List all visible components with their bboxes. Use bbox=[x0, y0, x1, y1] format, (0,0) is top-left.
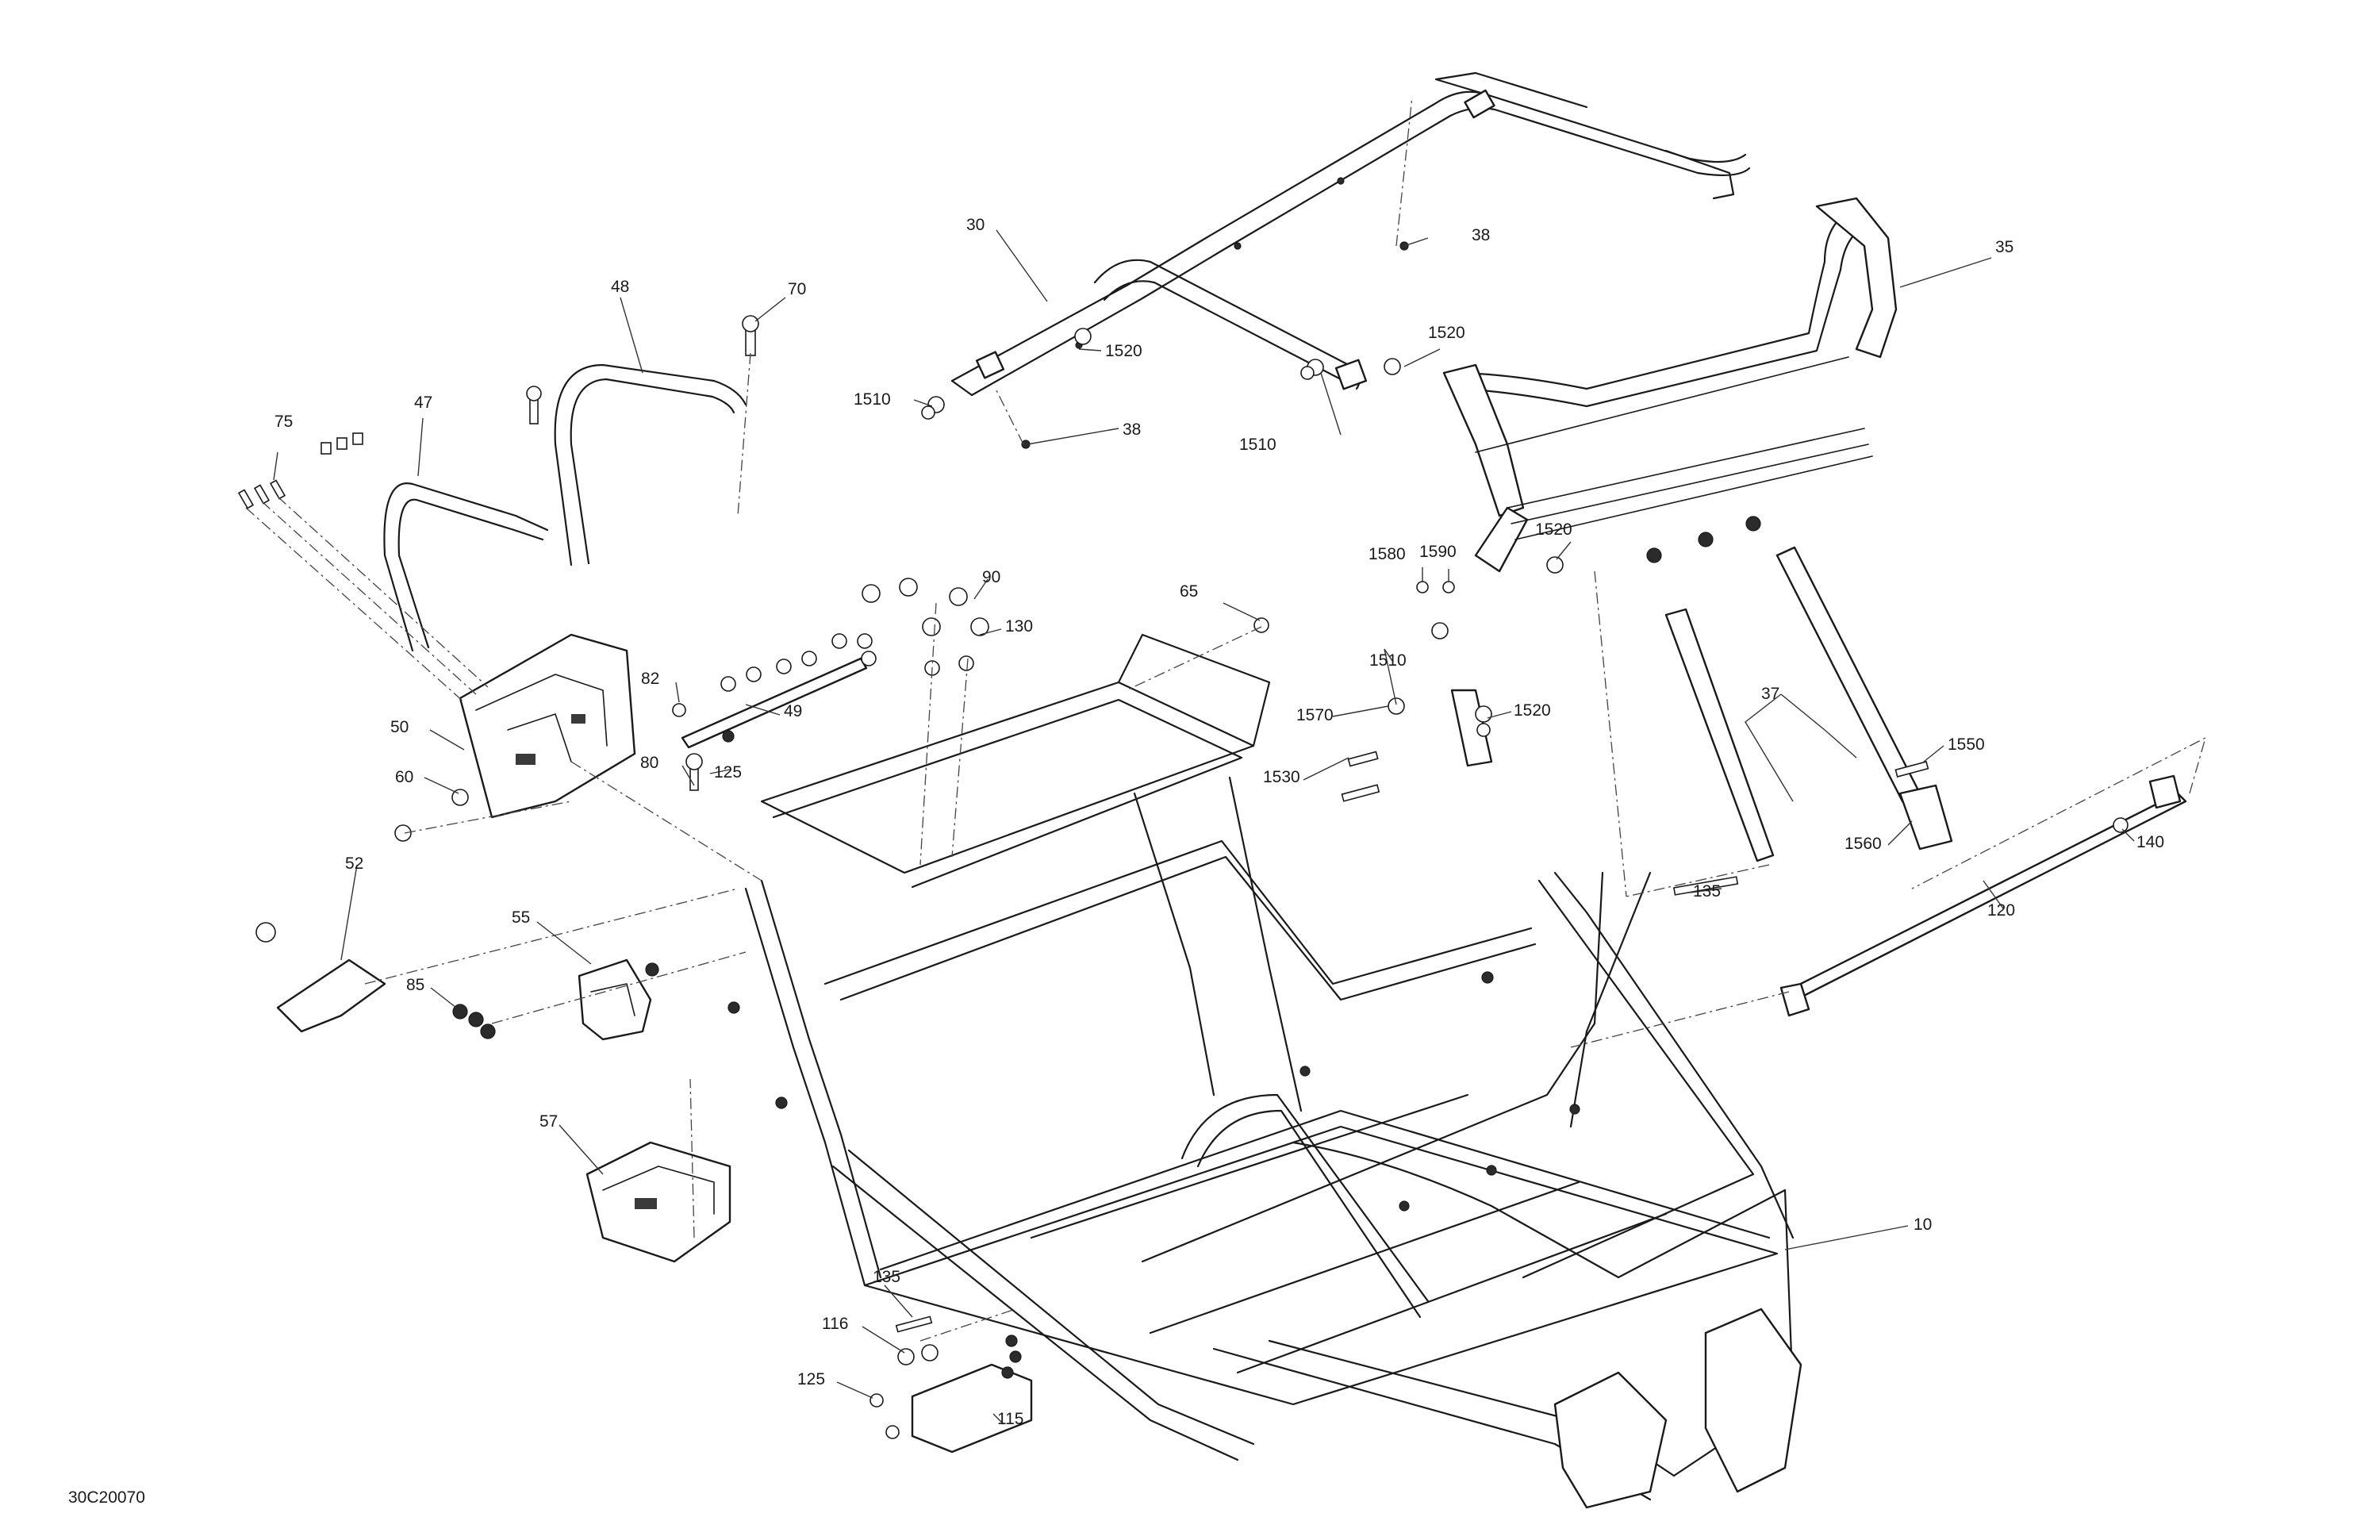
roll-cage-front bbox=[950, 71, 1751, 397]
callout-65: 65 bbox=[1180, 582, 1198, 601]
callout-140: 140 bbox=[2136, 833, 2164, 851]
bracket-52 bbox=[255, 922, 386, 1033]
mount-55 bbox=[578, 958, 652, 1041]
callout-1520: 1520 bbox=[1535, 520, 1572, 539]
callout-75: 75 bbox=[274, 413, 293, 431]
callout-38: 38 bbox=[1123, 421, 1141, 439]
callout-70: 70 bbox=[788, 280, 806, 298]
callout-90: 90 bbox=[982, 568, 1000, 586]
callout-55: 55 bbox=[512, 908, 530, 927]
callout-47: 47 bbox=[414, 394, 432, 412]
callout-1520: 1520 bbox=[1105, 342, 1142, 360]
callout-1530: 1530 bbox=[1263, 768, 1300, 786]
bracket-115 bbox=[911, 1363, 1033, 1454]
callout-82: 82 bbox=[641, 670, 659, 688]
main-frame bbox=[744, 633, 1802, 1509]
callout-60: 60 bbox=[395, 768, 413, 786]
callout-1590: 1590 bbox=[1419, 543, 1457, 561]
callout-37: 37 bbox=[1761, 685, 1779, 703]
callout-1560: 1560 bbox=[1844, 835, 1882, 853]
callout-1510: 1510 bbox=[1239, 436, 1276, 454]
callout-1520: 1520 bbox=[1514, 701, 1551, 720]
callout-30: 30 bbox=[966, 216, 985, 234]
callout-116: 116 bbox=[822, 1315, 848, 1333]
callout-35: 35 bbox=[1995, 238, 2013, 256]
callout-1570: 1570 bbox=[1296, 706, 1334, 724]
roll-cage-rear bbox=[1442, 197, 1898, 767]
callout-130: 130 bbox=[1005, 617, 1033, 636]
bar-49 bbox=[681, 657, 868, 749]
callout-labels: 30 38 35 48 70 1520 1520 1510 38 75 47 1… bbox=[274, 216, 2164, 1428]
callout-125: 125 bbox=[797, 1370, 825, 1388]
callout-135: 135 bbox=[1693, 882, 1721, 901]
steering-support-50 bbox=[459, 633, 636, 819]
callout-49: 49 bbox=[784, 702, 802, 720]
callout-1510: 1510 bbox=[1369, 651, 1407, 670]
callout-38: 38 bbox=[1472, 226, 1490, 244]
callout-80: 80 bbox=[640, 754, 658, 772]
hardware bbox=[237, 241, 2129, 1439]
callout-1520: 1520 bbox=[1428, 324, 1465, 342]
callout-120: 120 bbox=[1987, 901, 2015, 920]
grab-bar-48 bbox=[554, 363, 747, 566]
rear-brace bbox=[1779, 774, 2187, 1017]
callout-125: 125 bbox=[714, 763, 742, 782]
callout-1510: 1510 bbox=[854, 390, 891, 409]
callout-1550: 1550 bbox=[1948, 735, 1985, 754]
callout-135: 135 bbox=[873, 1268, 900, 1286]
callout-10: 10 bbox=[1914, 1215, 1932, 1234]
callout-52: 52 bbox=[345, 854, 363, 873]
callout-57: 57 bbox=[539, 1112, 558, 1131]
drawing-id: 30C20070 bbox=[68, 1488, 145, 1507]
callout-50: 50 bbox=[390, 718, 409, 736]
assembly-lines bbox=[245, 96, 2207, 1342]
grab-bar-47 bbox=[383, 482, 549, 652]
callout-1580: 1580 bbox=[1368, 545, 1406, 563]
callout-48: 48 bbox=[611, 278, 629, 296]
mount-57 bbox=[585, 1141, 731, 1263]
callout-115: 115 bbox=[997, 1410, 1023, 1428]
callout-85: 85 bbox=[406, 976, 424, 994]
rear-supports bbox=[1664, 546, 1953, 862]
leader-lines bbox=[273, 229, 2135, 1425]
